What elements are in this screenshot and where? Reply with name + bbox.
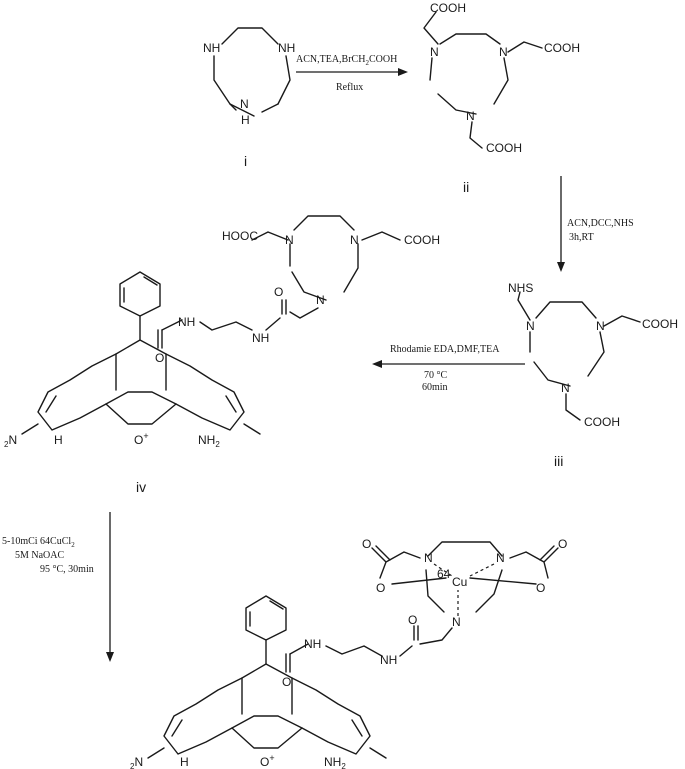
- cu-nh-amide-2: NH: [304, 637, 321, 651]
- i-h-bottom: H: [241, 113, 250, 127]
- compound-i-label: i: [244, 153, 247, 169]
- iv-nh-amide-2: NH: [178, 315, 195, 329]
- iv-hooc: HOOC: [222, 229, 258, 243]
- iv-n-left: N: [285, 233, 294, 247]
- cu-o-right-carbonyl: O: [558, 537, 567, 551]
- compound-iv: HOOC COOH N N N O NH NH O H O+ NH2 2N iv: [4, 215, 440, 495]
- iv-n2-left: 2N: [4, 433, 17, 449]
- cu-benzamide-o: O: [282, 675, 291, 689]
- step2-condition-line2: 3h,RT: [569, 232, 594, 243]
- iii-nhs: NHS: [508, 281, 533, 295]
- arrow-step-3: Rhodamie EDA,DMF,TEA 70 °C 60min: [372, 344, 525, 393]
- iv-n-right: N: [350, 233, 359, 247]
- step2-condition-line1: ACN,DCC,NHS: [567, 218, 634, 229]
- ii-cooh-top: COOH: [430, 1, 466, 15]
- ii-n-left: N: [430, 45, 439, 59]
- arrow-step-1: ACN,TEA,BrCH2COOH Reflux: [296, 54, 408, 93]
- compound-cu-complex: N N N Cu 64 O O O O O NH NH O H O+ NH2 2…: [130, 537, 567, 769]
- iii-n-bottom: N: [561, 381, 570, 395]
- compound-ii-label: ii: [463, 179, 469, 195]
- arrow-step-4: 5-10mCi 64CuCl2 5M NaOAC 95 °C, 30min: [2, 512, 114, 662]
- iv-n-bottom: N: [316, 293, 325, 307]
- cu-mass-number: 64: [437, 567, 451, 581]
- compound-iv-label: iv: [136, 479, 146, 495]
- iv-amide-o: O: [274, 285, 283, 299]
- i-nh-right: NH: [278, 41, 295, 55]
- cu-n-right: N: [496, 551, 505, 565]
- i-nh-left: NH: [203, 41, 220, 55]
- ii-cooh-right: COOH: [544, 41, 580, 55]
- step4-condition-line2: 5M NaOAC: [15, 550, 64, 561]
- cu-n-left: N: [424, 551, 433, 565]
- ii-n-bottom: N: [466, 109, 475, 123]
- step1-condition-line2: Reflux: [336, 82, 363, 93]
- cu-atom: Cu: [452, 575, 467, 589]
- compound-iii-label: iii: [554, 453, 563, 469]
- iv-benzamide-o: O: [155, 351, 164, 365]
- step4-condition-line1: 5-10mCi 64CuCl2: [2, 536, 75, 549]
- iii-cooh-right: COOH: [642, 317, 678, 331]
- step4-condition-line3: 95 °C, 30min: [40, 564, 94, 575]
- iv-nh-amide-1: NH: [252, 331, 269, 345]
- cu-amide-o: O: [408, 613, 417, 627]
- step3-condition-line1: Rhodamie EDA,DMF,TEA: [390, 344, 500, 355]
- cu-h: H: [180, 755, 189, 769]
- iii-cooh-bottom: COOH: [584, 415, 620, 429]
- ii-n-right: N: [499, 45, 508, 59]
- cu-o-left-carbonyl: O: [362, 537, 371, 551]
- cu-n2-left: 2N: [130, 755, 143, 769]
- compound-ii: N N N COOH COOH COOH ii: [423, 1, 580, 195]
- cu-o-right-ring: O: [536, 581, 545, 595]
- compound-iii: N N N NHS COOH COOH iii: [508, 281, 678, 469]
- i-n-bottom: N: [240, 97, 249, 111]
- cu-n-bottom: N: [452, 615, 461, 629]
- step1-condition-line1: ACN,TEA,BrCH2COOH: [296, 54, 397, 67]
- iv-cooh: COOH: [404, 233, 440, 247]
- iv-nh2-right: NH2: [198, 433, 220, 449]
- cu-nh-amide-1: NH: [380, 653, 397, 667]
- ii-cooh-bottom: COOH: [486, 141, 522, 155]
- cu-ring-o: O+: [260, 753, 275, 769]
- step3-condition-line2: 70 °C: [424, 370, 447, 381]
- arrow-step-2: ACN,DCC,NHS 3h,RT: [557, 176, 634, 272]
- iii-n-right: N: [596, 319, 605, 333]
- step3-condition-line3: 60min: [422, 382, 448, 393]
- compound-i: NH NH N H i: [203, 27, 295, 169]
- cu-o-left-ring: O: [376, 581, 385, 595]
- cu-nh2-right: NH2: [324, 755, 346, 769]
- iii-n-left: N: [526, 319, 535, 333]
- iv-ring-o: O+: [134, 431, 149, 447]
- iv-h: H: [54, 433, 63, 447]
